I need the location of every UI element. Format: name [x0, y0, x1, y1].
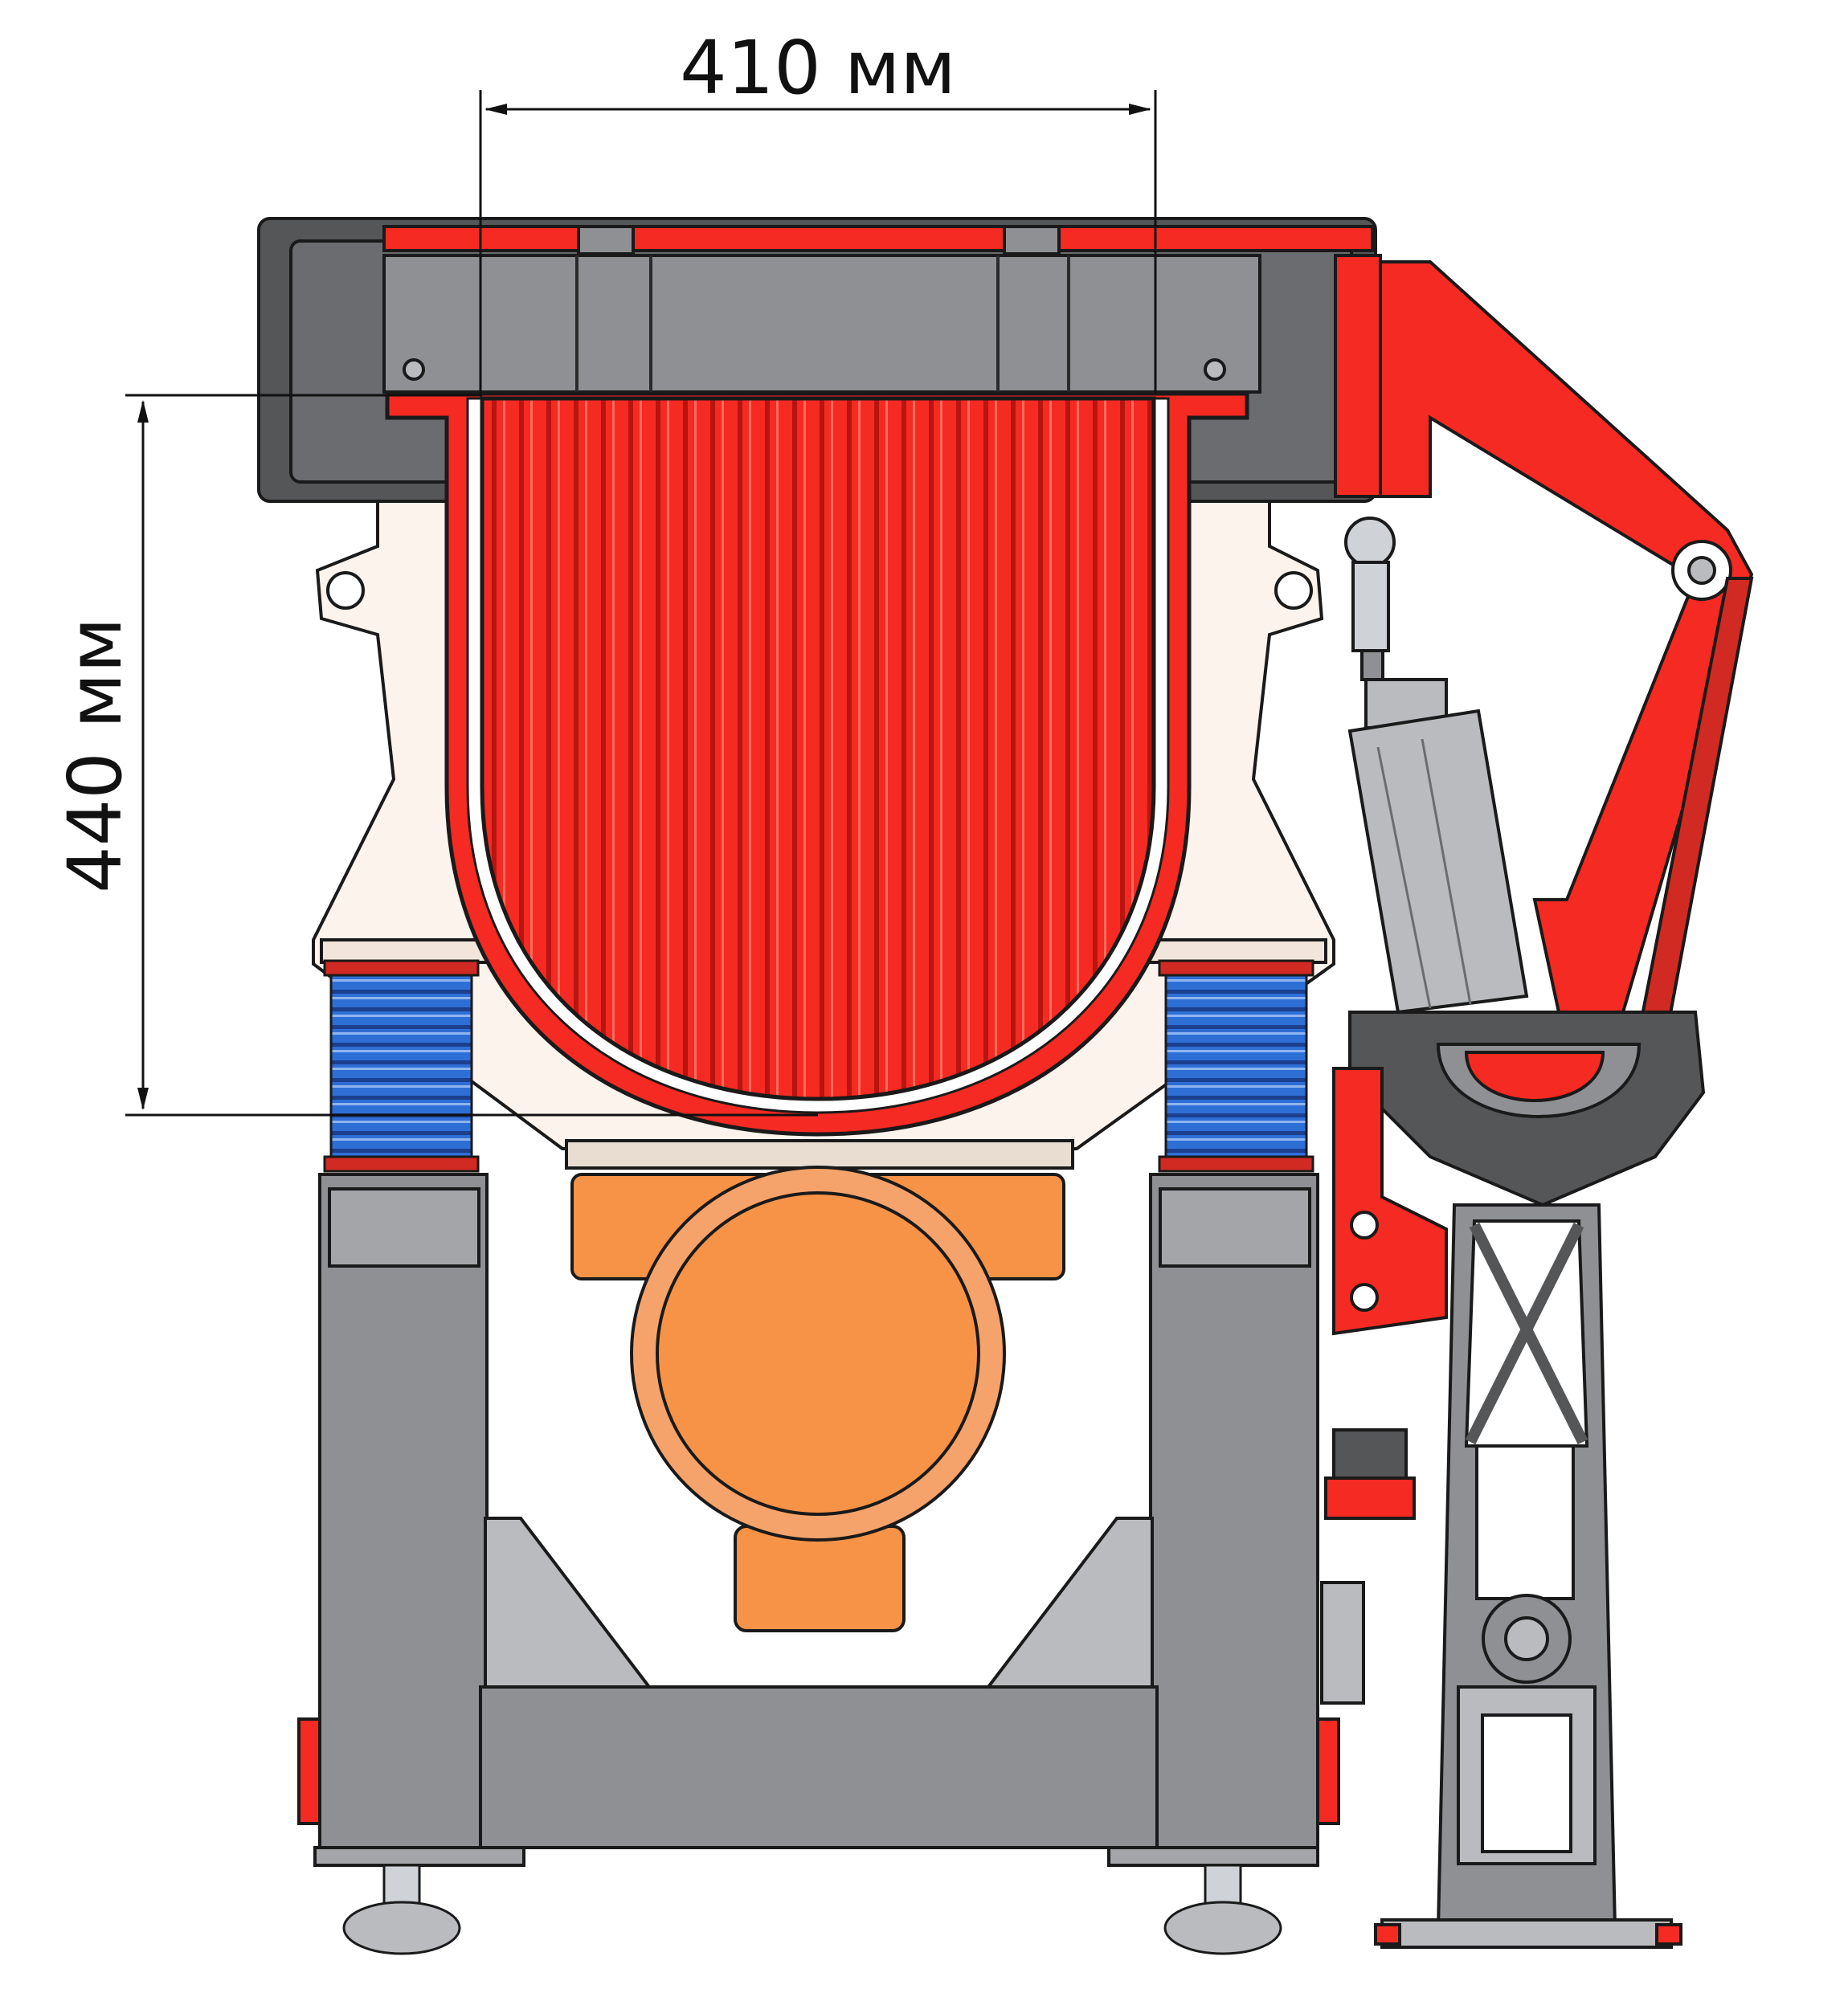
- bowl: [385, 391, 1249, 1137]
- left-leg: [318, 1173, 489, 1849]
- base-frame: [297, 1173, 1340, 1867]
- left-spring: [329, 967, 473, 1165]
- drive-motor: [570, 1166, 1065, 1632]
- width-dimension: [479, 90, 1157, 394]
- tilt-arm: [1334, 254, 1754, 1054]
- left-lug: [326, 571, 365, 610]
- right-lug: [1274, 571, 1313, 610]
- left-gusset: [484, 1517, 653, 1689]
- springs: [323, 959, 1314, 1173]
- right-spring: [1164, 967, 1308, 1165]
- width-dimension-label: 410 мм: [680, 25, 956, 111]
- right-leg: [1149, 1173, 1319, 1849]
- linear-actuator: [1344, 517, 1529, 1015]
- support-tower: [1374, 1203, 1682, 1949]
- leveling-feet: [342, 1864, 1282, 1955]
- bowl-ribs: [480, 396, 1156, 1101]
- gear-housing: [1348, 1011, 1706, 1207]
- top-rail: [382, 225, 1374, 252]
- height-dimension: [125, 394, 818, 1117]
- height-dimension-label: 440 мм: [52, 617, 138, 893]
- cross-beam: [479, 1685, 1159, 1849]
- right-gusset: [984, 1517, 1154, 1689]
- side-bracket: [1320, 1067, 1448, 1705]
